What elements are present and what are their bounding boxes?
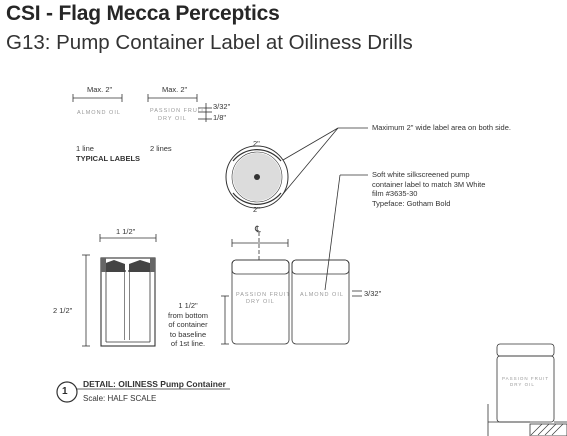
elevation-label-side: ALMOND OIL [300,292,344,298]
note-spec-line-2: container label to match 3M White [372,179,486,189]
note-spec-line-1: Soft white silkscreened pump [372,170,470,179]
section-height-dim: 2 1/2" [53,306,73,315]
note-spec-line-4: Typeface: Gotham Bold [372,198,451,208]
baseline-dim-line-2: from bottom [167,310,208,320]
page-subtitle: G13: Pump Container Label at Oiliness Dr… [6,31,413,54]
detail-scale: Scale: HALF SCALE [83,394,157,403]
container-elevation-front [291,259,350,345]
baseline-dim-line-5: of 1st line. [170,339,206,349]
caption-2lines: 2 lines [150,144,172,153]
thumb-label-line1: PASSION FRUIT [502,376,550,381]
sample-label-almond-oil: ALMOND OIL [77,110,121,116]
dim-cap-height: 3/32" [213,102,231,111]
elevation-label-line2: DRY OIL [246,299,275,305]
caption-1line: 1 line [76,144,94,153]
page-title: CSI - Flag Mecca Perceptics [6,2,280,25]
baseline-dim-line-1: 1 1/2" [178,301,198,310]
thumb-label-line2: DRY OIL [510,382,535,387]
elevation-cap-height: 3/32" [364,289,382,298]
baseline-dim-note: 1 1/2" from bottom of container to basel… [162,301,214,349]
sample-label-line2: DRY OIL [158,116,187,122]
elevation-label-line1: PASSION FRUIT [236,292,291,298]
top-view-outer [225,145,289,209]
baseline-dim-line-4: to baseline [169,329,207,339]
max-width-2lines: Max. 2" [162,85,188,94]
detail-title: DETAIL: OILINESS Pump Container [83,379,226,389]
detail-number: 1 [62,386,68,397]
top-view-dim-top: 2" [253,139,260,148]
top-view-dim-bottom: 2" [253,205,260,214]
sample-label-line1: PASSION FRUIT [150,108,205,114]
typical-labels-heading: TYPICAL LABELS [76,154,141,163]
detail-callout-circle [56,381,78,403]
section-width-dim: 1 1/2" [116,227,136,236]
baseline-dim-line-3: of container [168,320,208,330]
centerline-symbol: ℄ [255,224,261,234]
dim-leading: 1/8" [213,113,227,122]
note-label-spec: Soft white silkscreened pump container l… [372,170,485,208]
note-label-area: Maximum 2" wide label area on both side. [372,123,511,132]
max-width-1line: Max. 2" [87,85,113,94]
note-spec-line-3: film #3635-30 [372,189,418,199]
